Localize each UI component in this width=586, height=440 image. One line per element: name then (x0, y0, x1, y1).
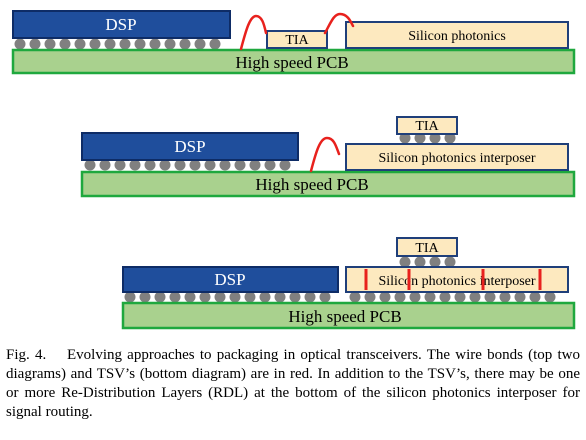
dsp-label: DSP (105, 15, 136, 34)
pcb (121, 301, 576, 330)
dsp-label: DSP (174, 137, 205, 156)
dsp-chip (12, 10, 231, 39)
interposer-label: Silicon photonics interposer (378, 151, 535, 166)
tia-chip (266, 30, 328, 49)
diagram-bottom: High speed PCB DSP Silicon photonics int… (121, 237, 576, 330)
tia-label: TIA (415, 241, 439, 256)
interposer-label: Silicon photonics interposer (378, 274, 535, 289)
wire-bonds (239, 12, 355, 51)
tia-label: TIA (285, 33, 309, 48)
figure-caption: Fig. 4. Evolving approaches to packaging… (6, 347, 584, 420)
pcb (80, 170, 576, 198)
dsp-label: DSP (214, 270, 245, 289)
solder-bumps (14, 38, 221, 50)
silicon-photonics-interposer (345, 143, 569, 171)
silicon-photonics-interposer (345, 266, 569, 293)
tia-label: TIA (415, 119, 439, 134)
diagram-top: High speed PCB DSP TIA Silicon photonics (11, 10, 576, 75)
pcb (11, 48, 576, 75)
tia-chip (396, 116, 458, 135)
silicon-photonics-label: Silicon photonics (408, 29, 506, 44)
pcb-label: High speed PCB (255, 175, 368, 194)
dsp-chip (81, 132, 299, 161)
tia-chip (396, 237, 458, 257)
solder-bumps (84, 132, 456, 171)
tsv-vias (364, 269, 542, 290)
diagram-middle: High speed PCB DSP Silicon photonics int… (80, 116, 576, 198)
silicon-photonics-chip (345, 21, 569, 49)
wire-bonds (309, 136, 341, 173)
dsp-chip (122, 266, 339, 293)
pcb-label: High speed PCB (235, 53, 348, 72)
packaging-diagram-figure: High speed PCB DSP TIA Silicon photonics… (11, 10, 576, 330)
pcb-label: High speed PCB (288, 307, 401, 326)
solder-bumps (124, 256, 556, 303)
